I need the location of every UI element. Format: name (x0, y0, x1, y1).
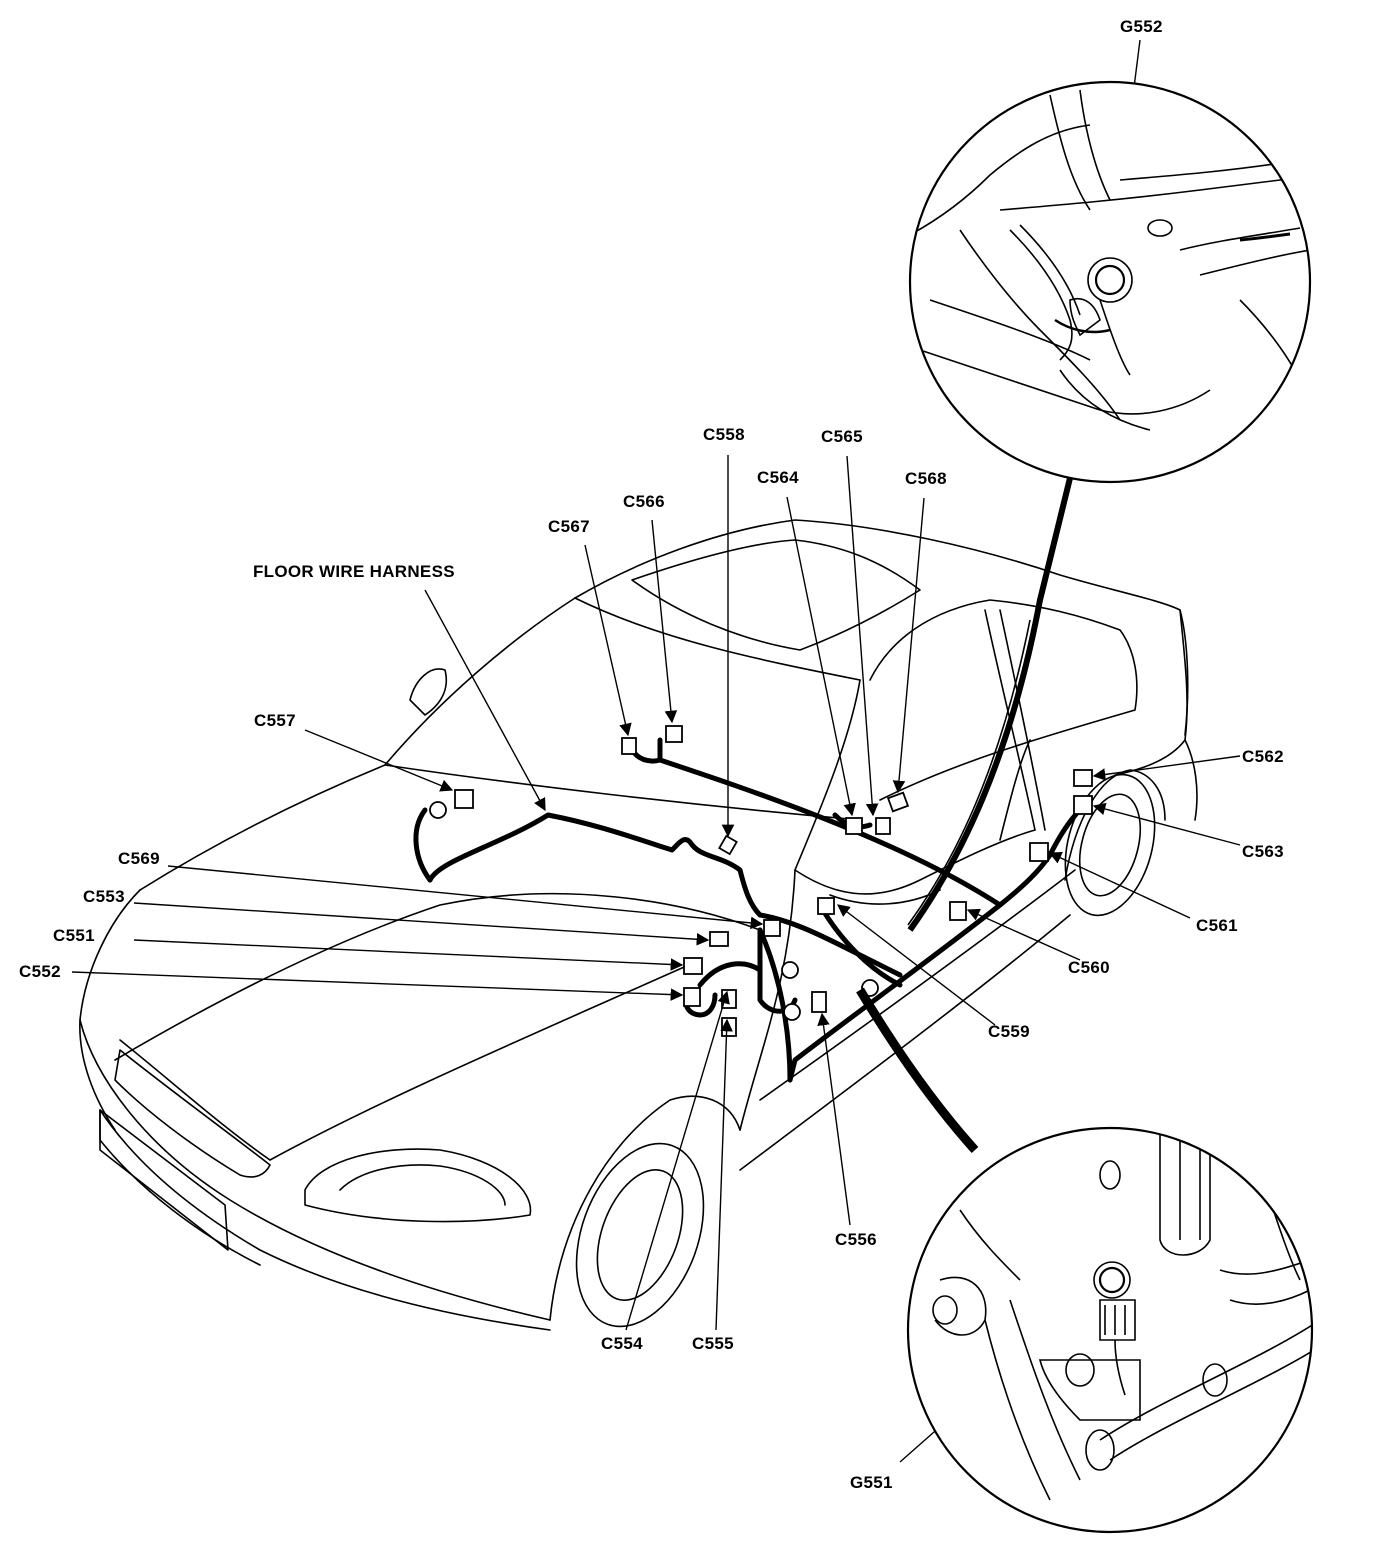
car-body (79, 519, 1198, 1331)
connector-label-c567: C567 (548, 517, 590, 536)
connector-label-c569: C569 (118, 849, 160, 868)
connector-label-c556: C556 (835, 1230, 877, 1249)
callout-band-g552-thin (907, 619, 1031, 926)
connector-c565-icon (875, 817, 891, 835)
leader-c555 (715, 1018, 733, 1331)
connector-c564-icon (845, 817, 863, 835)
connector-label-c551: C551 (53, 926, 95, 945)
connector-label-c557: C557 (254, 711, 296, 730)
leader-c564 (786, 496, 856, 817)
connector-label-c564: C564 (757, 468, 799, 487)
connector-c555-icon (721, 1017, 737, 1037)
connector-c567-icon (621, 737, 637, 755)
connector-label-c568: C568 (905, 469, 947, 488)
connector-c553-icon (709, 931, 729, 947)
leader-harness (424, 589, 546, 812)
connector-label-c562: C562 (1242, 747, 1284, 766)
leader-c552 (71, 971, 684, 1001)
connector-label-c566: C566 (623, 492, 665, 511)
leader-c563 (1092, 802, 1241, 846)
leader-c568 (892, 497, 925, 794)
connector-c562-icon (1073, 769, 1093, 787)
connector-label-c554: C554 (601, 1334, 643, 1353)
detail-circle-g551 (906, 1126, 1314, 1534)
leader-c561 (1048, 852, 1191, 919)
leader-c556 (817, 1012, 851, 1226)
leader-c560 (966, 908, 1081, 961)
leader-c553 (133, 902, 710, 946)
callout-band-g551 (856, 987, 979, 1154)
connector-label-c553: C553 (83, 887, 125, 906)
connector-label-c558: C558 (703, 425, 745, 444)
connector-c560-icon (949, 901, 967, 921)
leader-c569 (167, 865, 764, 930)
connector-icons (429, 725, 1093, 1037)
connector-c559-icon (817, 897, 835, 915)
connector-label-c555: C555 (692, 1334, 734, 1353)
callout-band-g552 (907, 477, 1073, 932)
leader-c554 (625, 990, 730, 1331)
connector-c561-icon (1029, 842, 1049, 862)
connector-c554-icon (721, 989, 737, 1009)
grommet-icon (783, 1003, 801, 1021)
connector-label-c561: C561 (1196, 916, 1238, 935)
connector-label-c552: C552 (19, 962, 61, 981)
floor-wire-harness (413, 737, 1083, 1083)
leader-lines (71, 39, 1241, 1463)
connector-label-c563: C563 (1242, 842, 1284, 861)
connector-c566-icon (665, 725, 683, 743)
ground-label-g552: G552 (1120, 17, 1163, 36)
connector-c563-icon (1073, 795, 1093, 815)
connector-c551-icon (683, 957, 703, 975)
floor-wire-harness-label: FLOOR WIRE HARNESS (253, 562, 455, 581)
connector-label-c559: C559 (988, 1022, 1030, 1041)
connector-c556-icon (811, 991, 827, 1013)
leader-c562 (1092, 755, 1241, 781)
leader-c557 (304, 729, 454, 792)
ground-point-icon (781, 961, 799, 979)
connector-c568-icon (886, 791, 910, 813)
detail-circle-g552 (908, 80, 1312, 484)
leader-c565 (846, 455, 879, 817)
leader-c559 (836, 904, 996, 1026)
leader-c567 (584, 544, 632, 737)
connector-c558-icon (718, 834, 738, 856)
connector-label-c560: C560 (1068, 958, 1110, 977)
connector-label-c565: C565 (821, 427, 863, 446)
connector-c552-icon (683, 987, 701, 1007)
connector-c557-icon (454, 789, 474, 809)
connector-c569-icon (763, 919, 781, 937)
grommet-c557-icon (429, 801, 447, 819)
leader-c566 (651, 519, 678, 724)
ground-label-g551: G551 (850, 1473, 893, 1492)
leader-c551 (133, 939, 684, 971)
